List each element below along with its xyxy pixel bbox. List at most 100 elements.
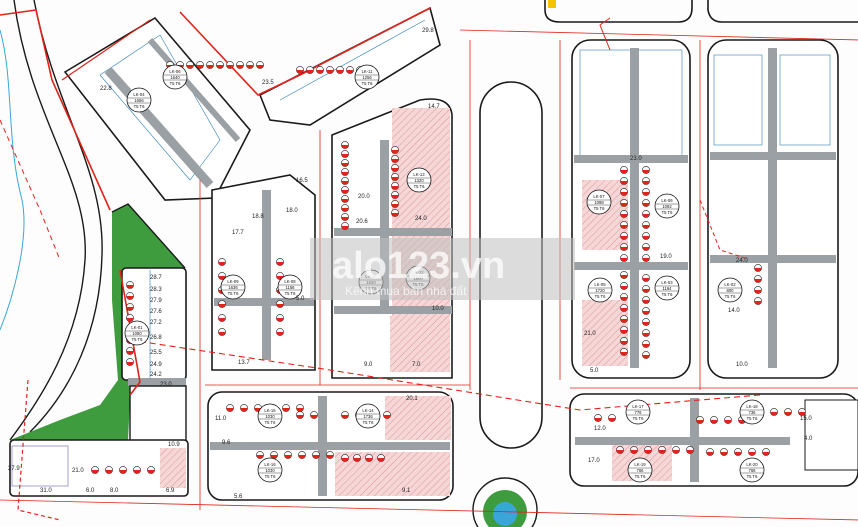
- zone-circle-text: T5 T6: [747, 474, 759, 479]
- lot-marker-icon: [642, 199, 650, 207]
- river-line: [0, 29, 25, 331]
- dimension-label: 9.0: [364, 362, 373, 368]
- lot-marker-icon: [686, 446, 694, 454]
- lot-marker-icon: [206, 61, 214, 69]
- lot-marker-icon: [754, 297, 762, 305]
- lot-marker-icon: [391, 191, 399, 199]
- dimension-label: 6.0: [86, 488, 95, 494]
- lot-marker-icon: [630, 446, 638, 454]
- dimension-label: 12.0: [594, 426, 606, 432]
- lot-marker-icon: [126, 358, 134, 366]
- lot-marker-icon: [620, 282, 628, 290]
- lot-marker-icon: [147, 466, 155, 474]
- lot-marker-icon: [270, 451, 278, 459]
- dimension-label: 23.0: [630, 156, 642, 162]
- lot-marker-icon: [246, 61, 254, 69]
- lot-marker-icon: [734, 448, 742, 456]
- lot-marker-icon: [672, 446, 680, 454]
- dimension-label: 27.6: [150, 309, 162, 315]
- zone-circle-text: LK-05: [594, 282, 606, 287]
- zone-circle-text: 1320: [414, 178, 424, 183]
- dimension-label: 16.5: [296, 178, 308, 184]
- dimension-label: 17.7: [232, 230, 244, 236]
- block-south-east: [569, 393, 858, 487]
- lot-marker-icon: [341, 159, 349, 167]
- lot-marker-icon: [642, 340, 650, 348]
- dimension-label: 27.9: [8, 466, 20, 472]
- lot-marker-icon: [296, 411, 304, 419]
- lot-marker-icon: [126, 347, 134, 355]
- lot-marker-icon: [256, 451, 264, 459]
- lot-marker-icon: [341, 204, 349, 212]
- lot-marker-icon: [126, 314, 134, 322]
- lot-marker-icon: [91, 466, 99, 474]
- lot-marker-icon: [341, 186, 349, 194]
- zone-circle-text: LK-07: [593, 194, 605, 199]
- lot-marker-icon: [326, 66, 334, 74]
- lot-marker-icon: [391, 209, 399, 217]
- dimension-label: 14.0: [728, 308, 740, 314]
- dimension-label: 17.0: [588, 458, 600, 464]
- dimension-labels: 28.728.327.927.627.226.825.524.924.223.0…: [8, 28, 813, 500]
- dimension-label: 21.0: [72, 468, 84, 474]
- lot-marker-icon: [620, 188, 628, 196]
- zone-circle-text: LK-17: [632, 404, 644, 409]
- lot-marker-icon: [218, 258, 226, 266]
- lot-marker-icon: [642, 232, 650, 240]
- lot-marker-icon: [658, 446, 666, 454]
- dimension-label: 9.6: [222, 440, 231, 446]
- zone-circle-text: 776: [635, 410, 643, 415]
- zone-circle-text: T5 T6: [635, 474, 647, 479]
- dimension-label: 28.7: [150, 275, 162, 281]
- lot-marker-icon: [126, 281, 134, 289]
- lot-marker-icon: [620, 348, 628, 356]
- zone-circle-text: LK-03: [661, 280, 673, 285]
- curved-road-edge-inner: [29, 0, 103, 433]
- lot-marker-icon: [620, 337, 628, 345]
- dimension-label: 10.0: [432, 306, 444, 312]
- dimension-label: 11.0: [215, 416, 227, 422]
- zone-circle-text: LK-02: [724, 282, 736, 287]
- zone-circle-text: 1092: [662, 204, 672, 209]
- lot-marker-icon: [341, 195, 349, 203]
- lot-marker-icon: [196, 61, 204, 69]
- zone-circle-text: LK-15: [264, 408, 276, 413]
- lot-marker-icon: [240, 404, 248, 412]
- dimension-label: 10.9: [168, 442, 180, 448]
- dimension-label: 26.8: [150, 335, 162, 341]
- lot-marker-icon: [216, 61, 224, 69]
- dimension-label: 24.2: [150, 372, 162, 378]
- zone-circle-text: 1156: [285, 285, 295, 290]
- dimension-label: 7.0: [412, 362, 421, 368]
- lot-marker-icon: [608, 414, 616, 422]
- lot-marker-icon: [642, 188, 650, 196]
- zone-circle-text: LK-06: [661, 198, 673, 203]
- zone-circle-text: LK-20: [746, 462, 758, 467]
- lot-marker-icon: [391, 200, 399, 208]
- lot-marker-icon: [383, 411, 391, 419]
- lot-marker-icon: [642, 210, 650, 218]
- watermark-brand: alo123.vn: [332, 245, 505, 287]
- lot-marker-icon: [642, 351, 650, 359]
- dimension-label: 6.9: [166, 488, 175, 494]
- zone-circle-text: 736: [749, 410, 757, 415]
- dimension-label: 5.6: [234, 494, 243, 500]
- lot-marker-icon: [316, 66, 324, 74]
- lot-marker-icon: [710, 416, 718, 424]
- zone-circle-text: T5 T6: [662, 292, 674, 297]
- lot-marker-icon: [644, 446, 652, 454]
- lot-marker-icon: [620, 166, 628, 174]
- lot-marker-icon: [620, 254, 628, 262]
- dimension-label: 23.5: [262, 80, 274, 86]
- zone-circle-text: T5 T6: [633, 416, 645, 421]
- zone-circle-text: LK-14: [362, 408, 374, 413]
- lot-marker-icon: [770, 408, 778, 416]
- lot-marker-icon: [126, 303, 134, 311]
- lot-marker-icon: [620, 221, 628, 229]
